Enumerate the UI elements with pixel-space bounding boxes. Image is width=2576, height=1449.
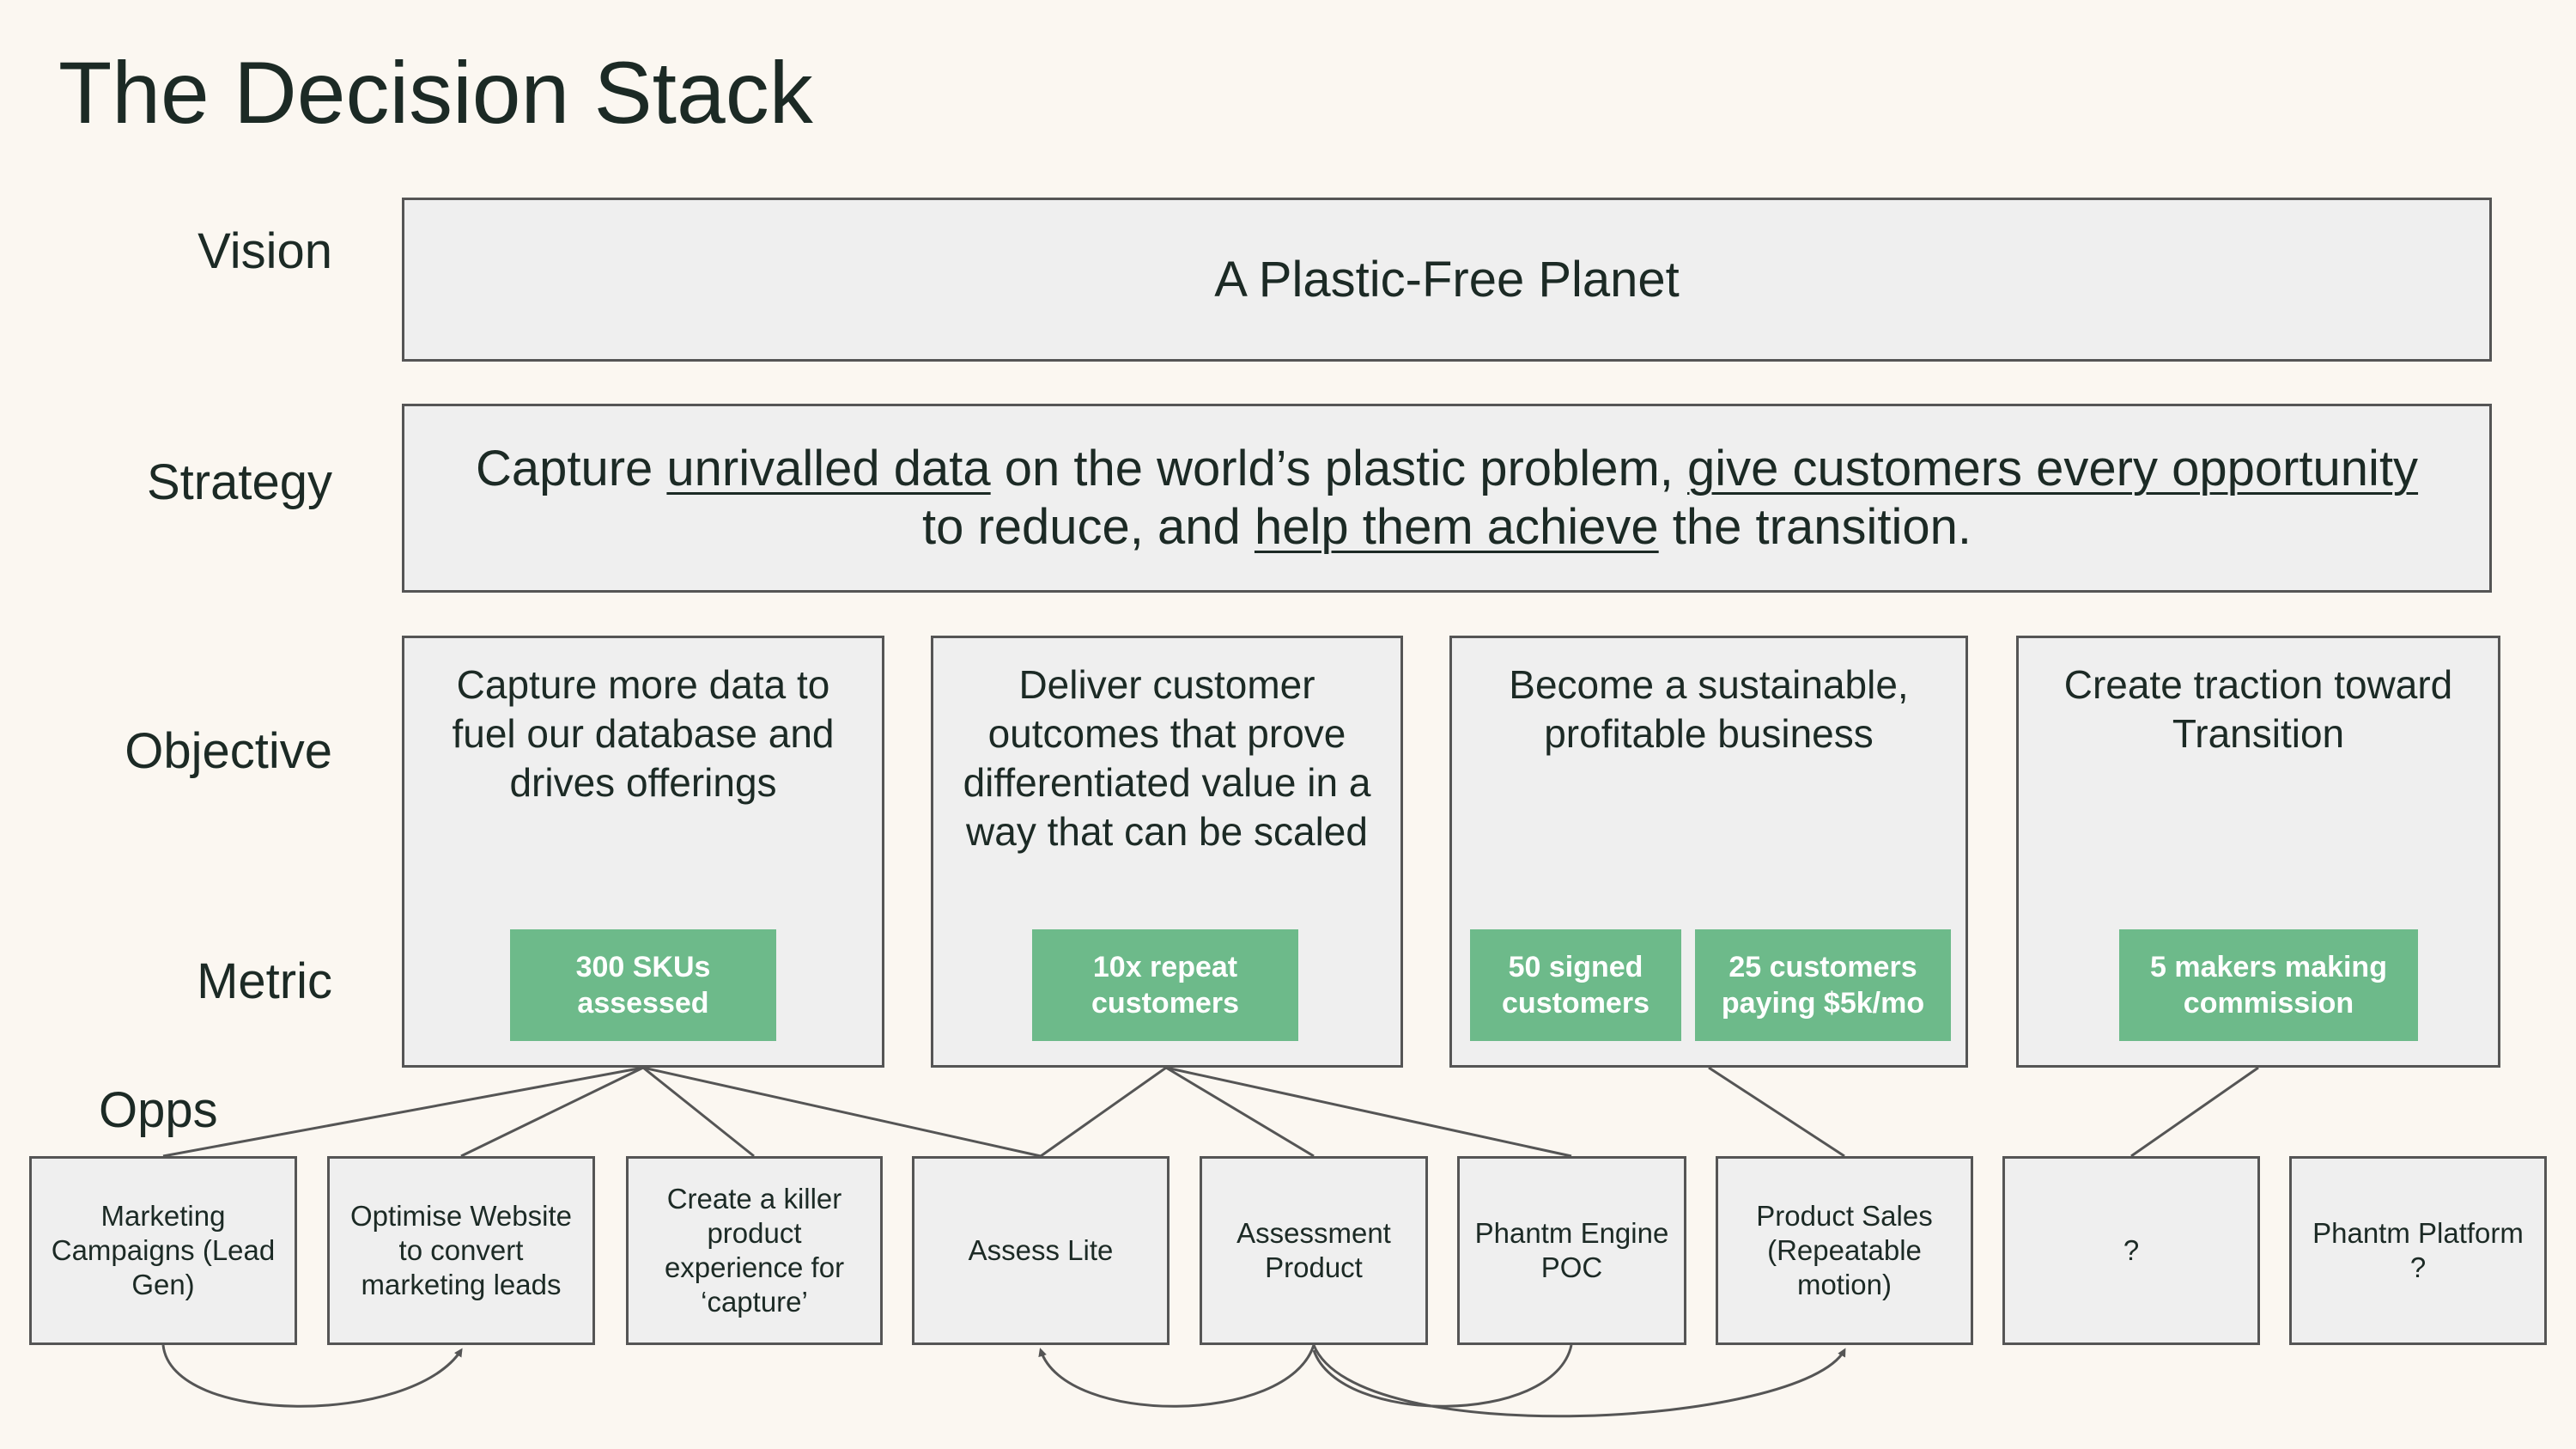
objective-box-4: Create traction toward Transition [2016,636,2500,1068]
opp-text: Assess Lite [968,1234,1114,1266]
strategy-text: Capture unrivalled data on the world’s p… [473,440,2421,557]
opp-box-1: Marketing Campaigns (Lead Gen) [29,1156,297,1345]
opp-box-6: Phantm Engine POC [1457,1156,1686,1345]
opp-text: Optimise Website to convert marketing le… [350,1200,572,1300]
opp-text: Product Sales (Repeatable motion) [1756,1200,1933,1300]
strategy-underlined-part: unrivalled data [666,441,991,496]
strategy-part: to reduce, and [921,499,1255,555]
vision-box: A Plastic-Free Planet [402,198,2492,362]
vision-text: A Plastic-Free Planet [1214,252,1680,307]
objective-text: Capture more data to fuel our database a… [452,662,835,805]
metric-badge: 10x repeat customers [1032,929,1298,1041]
opp-box-9: Phantm Platform ? [2289,1156,2547,1345]
page-title: The Decision Stack [58,44,813,142]
opp-box-5: Assessment Product [1200,1156,1428,1345]
opp-text: Marketing Campaigns (Lead Gen) [51,1200,276,1300]
opp-text: Create a killer product experience for ‘… [664,1183,845,1318]
opp-box-3: Create a killer product experience for ‘… [626,1156,883,1345]
opp-text: ? [2123,1234,2140,1266]
label-metric: Metric [197,953,332,1009]
opp-text: Assessment Product [1236,1217,1391,1283]
metric-badge: 5 makers making commission [2119,929,2418,1041]
strategy-part: the transition. [1658,499,1971,555]
strategy-underlined-part: give customers every opportunity [1687,441,2419,496]
opp-text: Phantm Platform ? [2312,1217,2524,1283]
metric-badge: 50 signed customers [1470,929,1681,1041]
opp-box-7: Product Sales (Repeatable motion) [1716,1156,1973,1345]
objective-text: Create traction toward Transition [2063,662,2453,756]
opp-box-2: Optimise Website to convert marketing le… [327,1156,595,1345]
objective-text: Deliver customer outcomes that prove dif… [963,662,1371,854]
strategy-part: Capture [475,441,667,496]
strategy-box: Capture unrivalled data on the world’s p… [402,404,2492,593]
objective-box-2: Deliver customer outcomes that prove dif… [931,636,1403,1068]
label-vision: Vision [197,223,332,279]
metric-badge: 25 customers paying $5k/mo [1695,929,1951,1041]
opp-box-4: Assess Lite [912,1156,1170,1345]
metric-badge: 300 SKUs assessed [510,929,776,1041]
strategy-underlined-part: help them achieve [1254,499,1659,555]
strategy-part: on the world’s plastic problem, [990,441,1687,496]
label-opps: Opps [99,1082,218,1138]
opp-text: Phantm Engine POC [1474,1217,1669,1283]
label-objective: Objective [125,723,332,779]
opp-box-8: ? [2002,1156,2260,1345]
objective-text: Become a sustainable, profitable busines… [1509,662,1909,756]
label-strategy: Strategy [147,454,332,510]
